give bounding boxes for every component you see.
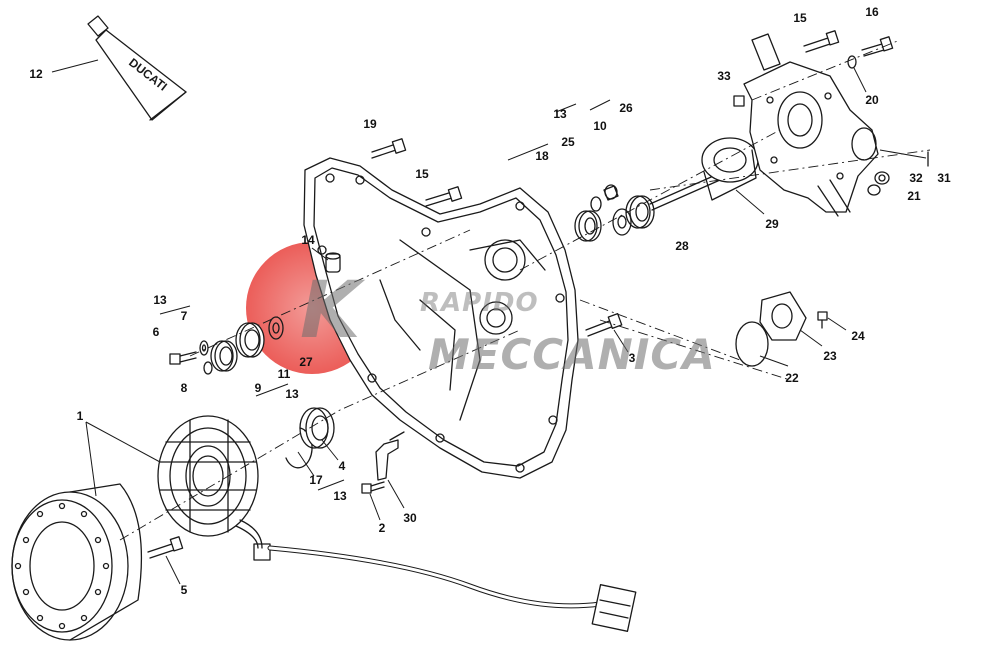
seal-10 [603, 184, 619, 201]
bolt-15-left [425, 186, 463, 207]
label-18: 18 [535, 149, 549, 163]
leader-2 [369, 493, 381, 521]
plug-33 [733, 95, 745, 107]
leader-3 [613, 329, 629, 353]
label-3: 3 [628, 351, 636, 365]
label-32: 32 [909, 171, 923, 185]
dowel-pin [325, 252, 341, 273]
label-33: 33 [717, 69, 731, 83]
label-30: 30 [403, 511, 417, 525]
bolt-5 [147, 536, 184, 559]
axis-line-left [189, 229, 471, 357]
washer-7 [199, 340, 209, 356]
label-2: 2 [378, 521, 386, 535]
axis-line-cover [579, 299, 741, 361]
label-4: 4 [338, 459, 346, 473]
label-14: 14 [301, 233, 315, 247]
label-1: 1 [76, 409, 84, 423]
leader-20 [853, 67, 867, 93]
leader-22 [759, 355, 789, 367]
leader-31 [879, 149, 927, 159]
leader-5 [165, 555, 181, 585]
bolt-3 [585, 313, 623, 337]
axis-line-bottom [599, 319, 791, 381]
label-12: 12 [29, 67, 43, 81]
label-8: 8 [180, 381, 188, 395]
bolt-15-right [803, 30, 840, 53]
watermark-line1: RAPIDO [420, 288, 539, 318]
label-13-left: 13 [153, 293, 167, 307]
label-28: 28 [675, 239, 689, 253]
water-pump-impeller [649, 137, 759, 211]
bracket-30 [375, 431, 405, 481]
leader-12 [51, 59, 99, 73]
axis-line-right [751, 39, 901, 101]
label-31: 31 [937, 171, 951, 185]
leader-4 [321, 439, 339, 461]
stator-wires [235, 519, 263, 549]
label-21: 21 [907, 189, 921, 203]
bolt-24 [817, 311, 828, 329]
label-25: 25 [561, 135, 575, 149]
leader-14 [311, 247, 329, 261]
washer-21 [867, 184, 881, 196]
bolt-6 [169, 351, 197, 365]
label-19: 19 [363, 117, 377, 131]
grease-tube [87, 15, 187, 121]
label-22: 22 [785, 371, 799, 385]
watermark-logo-letter: K [300, 266, 361, 356]
bearing-9 [210, 340, 238, 372]
label-16: 16 [865, 5, 879, 19]
label-13-bottom: 13 [333, 489, 347, 503]
label-15-right: 15 [793, 11, 807, 25]
bearing-28 [625, 195, 655, 229]
oring-22 [735, 321, 769, 367]
axis-line-impeller [649, 149, 931, 191]
screw-32 [874, 171, 890, 185]
stator [157, 415, 259, 537]
bolt-19 [371, 138, 407, 159]
inspection-cover-23 [759, 291, 807, 341]
label-24: 24 [851, 329, 865, 343]
seal-18 [574, 210, 602, 242]
label-23: 23 [823, 349, 837, 363]
leader-13-brackets [159, 99, 611, 491]
label-15-left: 15 [415, 167, 429, 181]
leader-29 [735, 189, 765, 215]
flywheel [11, 483, 143, 641]
bolt-16 [861, 36, 894, 57]
bolt-2 [361, 481, 385, 494]
leader-17 [297, 451, 315, 477]
label-13-top: 13 [553, 107, 567, 121]
leader-24 [827, 317, 847, 331]
label-10: 10 [593, 119, 607, 133]
circlip-8 [203, 361, 213, 375]
bearing-4 [299, 407, 335, 449]
label-20: 20 [865, 93, 879, 107]
leader-23 [799, 329, 823, 347]
axis-line-stator [119, 329, 521, 541]
label-7: 7 [180, 309, 188, 323]
washer-20 [847, 55, 857, 69]
label-9: 9 [254, 381, 262, 395]
axis-line-pump [519, 129, 781, 271]
label-17: 17 [309, 473, 323, 487]
water-pump-cover [743, 33, 879, 217]
label-27: 27 [299, 355, 313, 369]
stator-cable [253, 543, 637, 632]
label-26: 26 [619, 101, 633, 115]
label-5: 5 [180, 583, 188, 597]
leader-30 [387, 479, 405, 509]
watermark-line2: MECCANICA [428, 330, 716, 379]
label-6: 6 [152, 325, 160, 339]
bearing-11 [235, 322, 265, 358]
circlip-25 [590, 196, 602, 212]
label-13-mid: 13 [285, 387, 299, 401]
label-29: 29 [765, 217, 779, 231]
engine-cover [303, 157, 579, 479]
label-11: 11 [277, 367, 291, 381]
leader-1 [85, 421, 161, 463]
